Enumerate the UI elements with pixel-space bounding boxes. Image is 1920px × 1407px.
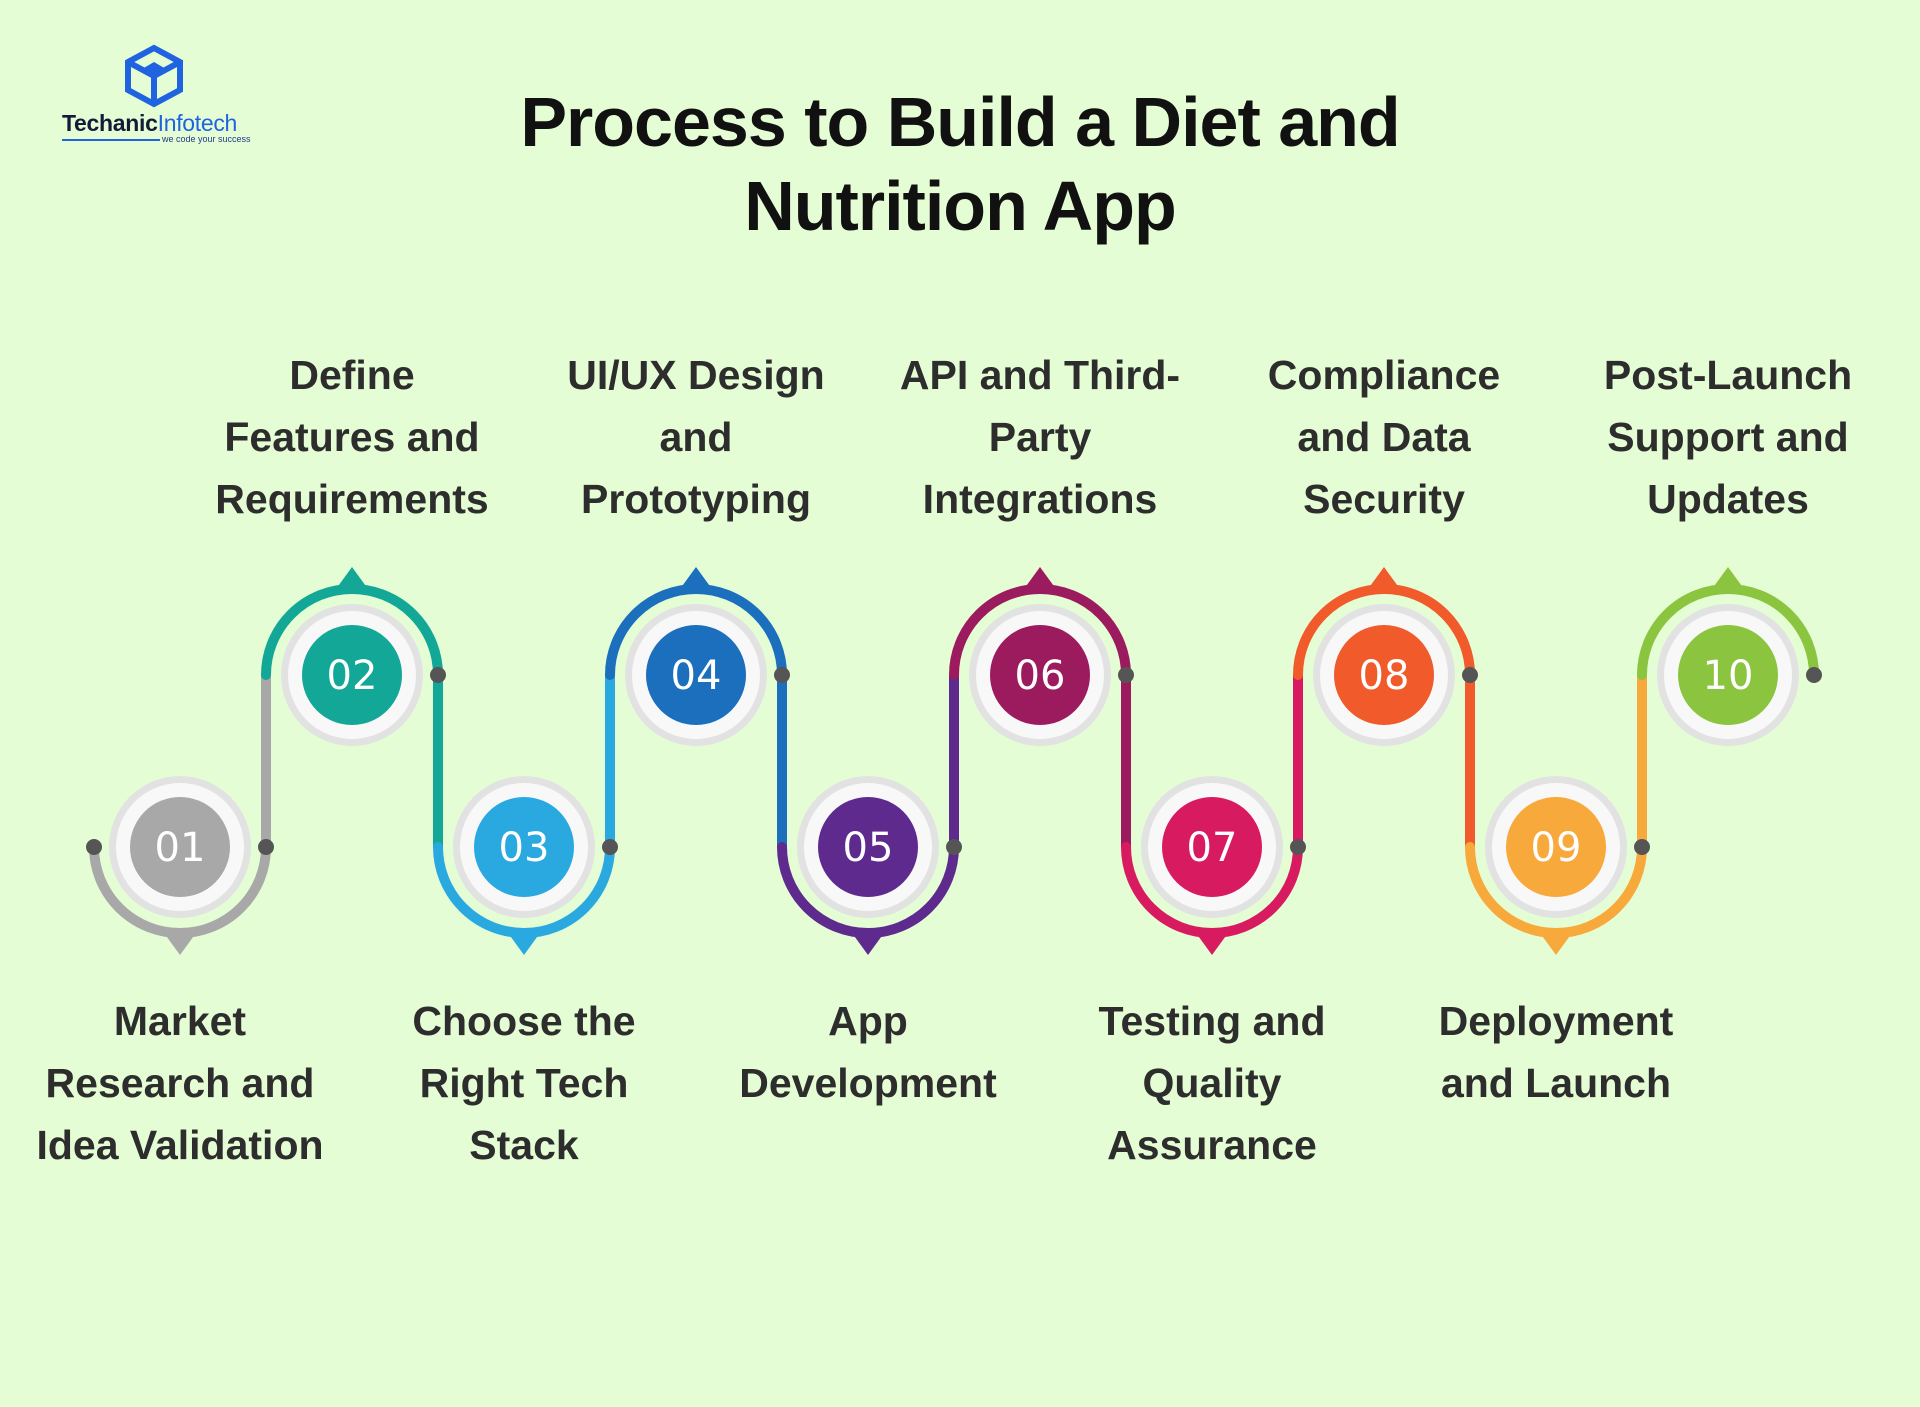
step-07-number: 07	[1187, 825, 1238, 871]
brand-name: TechanicInfotech	[62, 110, 237, 137]
brand-name-part1: Techanic	[62, 110, 158, 136]
step-08: 08	[1293, 567, 1475, 847]
step-04-label: UI/UX Design and Prototyping	[567, 352, 825, 522]
step-06-arc	[949, 584, 1131, 680]
step-03-number: 03	[499, 825, 550, 871]
connector-dot	[946, 839, 962, 855]
title-line-2: Nutrition App	[744, 167, 1177, 245]
step-03-arc	[433, 842, 615, 938]
step-01-label: Market Research and Idea Validation	[36, 998, 324, 1168]
step-09-arc	[1465, 842, 1647, 938]
step-07-pointer-icon	[1196, 933, 1228, 955]
step-05-pointer-icon	[852, 933, 884, 955]
step-10-label: Post-Launch Support and Updates	[1603, 352, 1853, 522]
connector-dot	[774, 667, 790, 683]
step-09-pointer-icon	[1540, 933, 1572, 955]
step-04-pointer-icon	[680, 567, 712, 589]
step-03: 03	[433, 675, 615, 955]
step-07-badge	[1162, 797, 1262, 897]
step-02-pointer-icon	[336, 567, 368, 589]
cube-logo-icon	[125, 44, 183, 108]
connector-dot	[86, 839, 102, 855]
step-06-label: API and Third-Party Integrations	[899, 352, 1181, 522]
step-03-badge	[474, 797, 574, 897]
step-10-number: 10	[1703, 653, 1754, 699]
connector-dot	[1634, 839, 1650, 855]
connector-dot	[1118, 667, 1134, 683]
step-02-number: 02	[327, 653, 378, 699]
step-08-badge	[1334, 625, 1434, 725]
connector-dot	[1290, 839, 1306, 855]
connector-dot	[602, 839, 618, 855]
step-09-number: 09	[1531, 825, 1582, 871]
step-03-label: Choose the Right Tech Stack	[412, 998, 636, 1168]
step-04-arc	[605, 584, 787, 680]
step-02-arc	[261, 584, 443, 680]
step-07-label: Testing and Quality Assurance	[1098, 998, 1326, 1168]
step-06-pointer-icon	[1024, 567, 1056, 589]
step-09-label: Deployment and Launch	[1438, 998, 1674, 1106]
step-01: 01	[89, 675, 271, 955]
step-08-arc	[1293, 584, 1475, 680]
step-02: 02	[261, 567, 443, 847]
brand-name-part2: Infotech	[157, 110, 238, 136]
brand-logo: TechanicInfotech we code your success	[62, 44, 262, 154]
step-04-badge	[646, 625, 746, 725]
step-05-number: 05	[843, 825, 894, 871]
step-08-pointer-icon	[1368, 567, 1400, 589]
connector-dot	[1462, 667, 1478, 683]
step-10-pointer-icon	[1712, 567, 1744, 589]
brand-tagline: we code your success	[162, 134, 251, 144]
step-01-badge	[130, 797, 230, 897]
step-05-label: App Development	[739, 998, 997, 1106]
step-01-pointer-icon	[164, 933, 196, 955]
step-07-arc	[1121, 842, 1303, 938]
step-08-label: Compliance and Data Security	[1267, 352, 1501, 522]
step-02-badge	[302, 625, 402, 725]
step-05-badge	[818, 797, 918, 897]
step-05-arc	[777, 842, 959, 938]
step-09: 09	[1465, 675, 1647, 955]
brand-underline	[62, 139, 160, 141]
step-04: 04	[605, 567, 787, 847]
connector-dot	[430, 667, 446, 683]
page-title: Process to Build a Diet and Nutrition Ap…	[460, 80, 1460, 248]
step-01-number: 01	[155, 825, 206, 871]
step-05: 05	[777, 675, 959, 955]
step-10: 10	[1637, 567, 1819, 746]
step-08-number: 08	[1359, 653, 1410, 699]
step-06: 06	[949, 567, 1131, 847]
step-03-pointer-icon	[508, 933, 540, 955]
step-06-number: 06	[1015, 653, 1066, 699]
step-10-badge	[1678, 625, 1778, 725]
step-10-arc	[1637, 584, 1819, 680]
step-01-arc	[89, 842, 271, 938]
title-line-1: Process to Build a Diet and	[520, 83, 1400, 161]
connector-dot	[1806, 667, 1822, 683]
step-07: 07	[1121, 675, 1303, 955]
step-02-label: Define Features and Requirements	[215, 352, 489, 522]
step-09-badge	[1506, 797, 1606, 897]
step-04-number: 04	[671, 653, 722, 699]
step-06-badge	[990, 625, 1090, 725]
connector-dot	[258, 839, 274, 855]
